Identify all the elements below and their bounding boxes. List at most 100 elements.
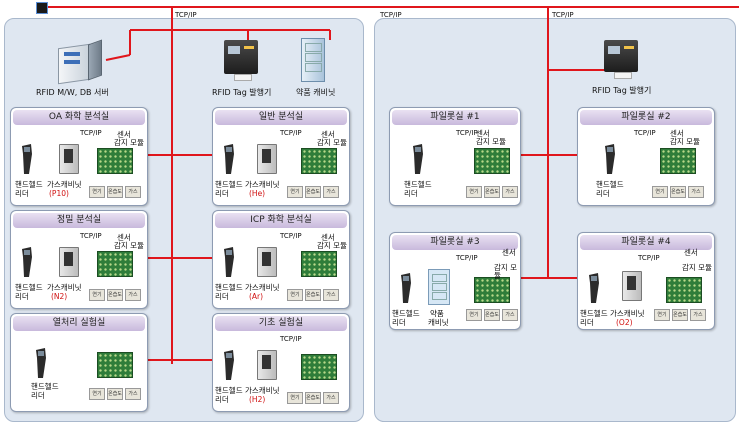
gas-cabinet-icon xyxy=(257,144,277,174)
sensor-label-2: 감지 모듈 xyxy=(317,241,347,250)
room-pilot-3: 파일롯실 #3 TCP/IP 센서 감지 모듈 연기 온습도 가스 핸드헬드 리… xyxy=(389,232,521,330)
sensor-label-1: 센서 xyxy=(117,130,131,139)
sensor-smoke: 연기 xyxy=(466,309,482,321)
handheld-reader-icon xyxy=(586,273,600,303)
room-title: 파일롯실 #3 xyxy=(392,235,518,250)
sensor-temp: 온습도 xyxy=(107,186,123,198)
handheld-label-1: 핸드헬드 xyxy=(580,309,608,318)
right-network-panel xyxy=(374,18,736,422)
handheld-label-2: 리더 xyxy=(31,391,45,400)
sensor-label-2: 감지 모듈 xyxy=(317,138,347,147)
sensor-gas: 가스 xyxy=(323,289,339,301)
sensor-gas: 가스 xyxy=(690,309,706,321)
gas-type-label: (Ar) xyxy=(249,292,264,301)
sensor-board-icon xyxy=(97,148,133,174)
sensor-board-icon xyxy=(301,251,337,277)
sensor-gas: 가스 xyxy=(323,392,339,404)
gas-type-label: (N2) xyxy=(51,292,68,301)
room-title: 파일롯실 #2 xyxy=(580,110,712,125)
handheld-label-2: 리더 xyxy=(596,189,610,198)
rfid-printer-icon-right xyxy=(604,40,638,79)
room-tcp-label: TCP/IP xyxy=(280,232,302,240)
server-label: RFID M/W, DB 서버 xyxy=(36,88,109,97)
sensor-gas: 가스 xyxy=(125,289,141,301)
handheld-reader-icon xyxy=(19,247,33,277)
sensor-temp: 온습도 xyxy=(670,186,686,198)
pharm-cabinet-icon xyxy=(428,269,450,305)
room-pilot-2: 파일롯실 #2 TCP/IP 센서 감지 모듈 연기 온습도 가스 핸드헬드 리… xyxy=(577,107,715,206)
sensor-label-1: 센서 xyxy=(476,129,490,138)
room-title: OA 화학 분석실 xyxy=(13,110,145,125)
sensor-label-2: 감지 모듈 xyxy=(494,263,518,280)
handheld-label-1: 핸드헬드 xyxy=(404,180,432,189)
handheld-reader-icon xyxy=(410,144,424,174)
handheld-label-2: 리더 xyxy=(215,292,229,301)
room-title: 파일롯실 #1 xyxy=(392,110,518,125)
sensor-smoke: 연기 xyxy=(287,392,303,404)
room-pilot-4: 파일롯실 #4 TCP/IP 센서 감지 모듈 연기 온습도 가스 핸드헬드 리… xyxy=(577,232,715,330)
room-oa-chem-lab: OA 화학 분석실 TCP/IP 센서 감지 모듈 연기 온습도 가스 핸드헬드… xyxy=(10,107,148,206)
room-title: 정밀 분석실 xyxy=(13,213,145,228)
sensor-board-icon xyxy=(301,354,337,380)
gas-cabinet-label: 가스캐비닛 xyxy=(245,283,280,292)
backbone-tcp-label-1: TCP/IP xyxy=(175,11,197,19)
room-basic-lab: 기초 실험실 TCP/IP 연기 온습도 가스 핸드헬드 리더 가스캐비닛 (H… xyxy=(212,313,350,412)
sensor-temp: 온습도 xyxy=(484,309,500,321)
sensor-temp: 온습도 xyxy=(305,186,321,198)
handheld-label-2: 리더 xyxy=(404,189,418,198)
handheld-reader-icon xyxy=(602,144,616,174)
sensor-label-1: 센서 xyxy=(502,248,516,257)
handheld-label-1: 핸드헬드 xyxy=(215,386,243,395)
sensor-label-1: 센서 xyxy=(117,233,131,242)
room-title: 일반 분석실 xyxy=(215,110,347,125)
sensor-gas: 가스 xyxy=(688,186,704,198)
sensor-board-icon xyxy=(97,251,133,277)
sensor-board-icon xyxy=(666,277,702,303)
handheld-label-2: 리더 xyxy=(215,395,229,404)
handheld-label-2: 리더 xyxy=(580,318,594,327)
sensor-temp: 온습도 xyxy=(484,186,500,198)
handheld-reader-icon xyxy=(221,144,235,174)
gas-type-label: (H2) xyxy=(249,395,266,404)
room-tcp-label: TCP/IP xyxy=(80,232,102,240)
sensor-label-2: 감지 모듈 xyxy=(114,241,144,250)
backbone-tcp-label-3: TCP/IP xyxy=(552,11,574,19)
gas-cabinet-label: 가스캐비닛 xyxy=(245,386,280,395)
handheld-label-2: 리더 xyxy=(215,189,229,198)
sensor-smoke: 연기 xyxy=(654,309,670,321)
sensor-temp: 온습도 xyxy=(672,309,688,321)
right-printer-label: RFID Tag 발행기 xyxy=(592,86,652,95)
sensor-gas: 가스 xyxy=(502,309,518,321)
handheld-reader-icon xyxy=(398,273,412,303)
sensor-board-icon xyxy=(97,352,133,378)
pharm-cabinet-label: 약품 캐비닛 xyxy=(296,88,336,97)
sensor-label-1: 센서 xyxy=(321,130,335,139)
handheld-label-1: 핸드헬드 xyxy=(215,283,243,292)
gas-cabinet-label: 가스캐비닛 xyxy=(245,180,280,189)
room-title: 기초 실험실 xyxy=(215,316,347,331)
sensor-label-1: 센서 xyxy=(684,248,698,257)
room-precision-lab: 정밀 분석실 TCP/IP 센서 감지 모듈 연기 온습도 가스 핸드헬드 리더… xyxy=(10,210,148,309)
sensor-label-2: 감지 모듈 xyxy=(476,137,506,146)
sensor-smoke: 연기 xyxy=(287,186,303,198)
pharm-label-2: 캐비닛 xyxy=(428,318,449,327)
sensor-temp: 온습도 xyxy=(305,392,321,404)
sensor-label-2: 감지 모듈 xyxy=(114,138,144,147)
handheld-label-1: 핸드헬드 xyxy=(31,382,59,391)
sensor-board-icon xyxy=(474,277,510,303)
handheld-label-1: 핸드헬드 xyxy=(392,309,420,318)
sensor-board-icon xyxy=(660,148,696,174)
sensor-smoke: 연기 xyxy=(287,289,303,301)
room-heat-treatment-lab: 열처리 실험실 연기 온습도 가스 핸드헬드 리더 xyxy=(10,313,148,412)
sensor-temp: 온습도 xyxy=(107,388,123,400)
left-printer-label: RFID Tag 발행기 xyxy=(212,88,272,97)
gas-cabinet-icon xyxy=(257,350,277,380)
room-tcp-label: TCP/IP xyxy=(280,129,302,137)
sensor-gas: 가스 xyxy=(323,186,339,198)
sensor-smoke: 연기 xyxy=(89,186,105,198)
sensor-smoke: 연기 xyxy=(89,289,105,301)
room-icp-chem-lab: ICP 화학 분석실 TCP/IP 센서 감지 모듈 연기 온습도 가스 핸드헬… xyxy=(212,210,350,309)
pharm-cabinet-icon xyxy=(301,38,325,82)
sensor-temp: 온습도 xyxy=(107,289,123,301)
room-pilot-1: 파일롯실 #1 TCP/IP 센서 감지 모듈 연기 온습도 가스 핸드헬드 리… xyxy=(389,107,521,206)
